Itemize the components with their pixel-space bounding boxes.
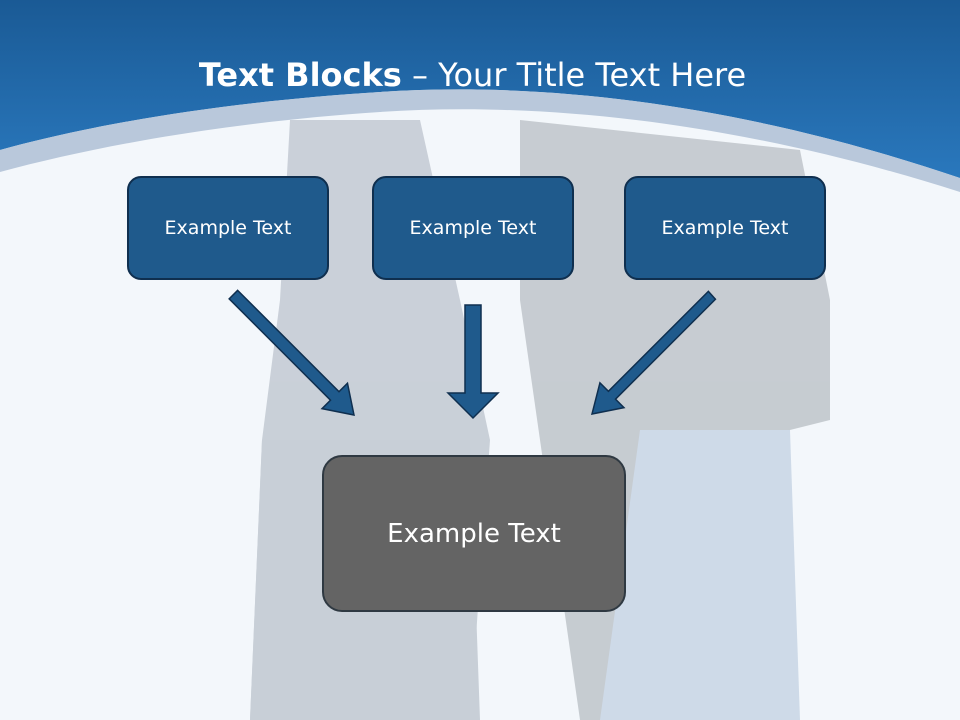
header-swoosh [0, 89, 960, 192]
text-block-2: Example Text [372, 176, 574, 280]
arrow-right-icon [590, 290, 717, 415]
arrow-left-icon [228, 289, 355, 416]
text-block-3: Example Text [624, 176, 826, 280]
page-title: Text Blocks – Your Title Text Here [0, 52, 945, 98]
title-rest: Your Title Text Here [438, 56, 747, 94]
title-bold: Text Blocks [198, 56, 402, 94]
target-block: Example Text [322, 455, 626, 612]
title-dash: – [411, 56, 428, 94]
header-band [0, 0, 960, 178]
text-block-2-label: Example Text [409, 217, 537, 239]
target-block-label: Example Text [387, 518, 561, 549]
text-block-1-label: Example Text [164, 217, 292, 239]
arrow-down-icon [446, 304, 500, 420]
text-block-3-label: Example Text [661, 217, 789, 239]
text-block-1: Example Text [127, 176, 329, 280]
